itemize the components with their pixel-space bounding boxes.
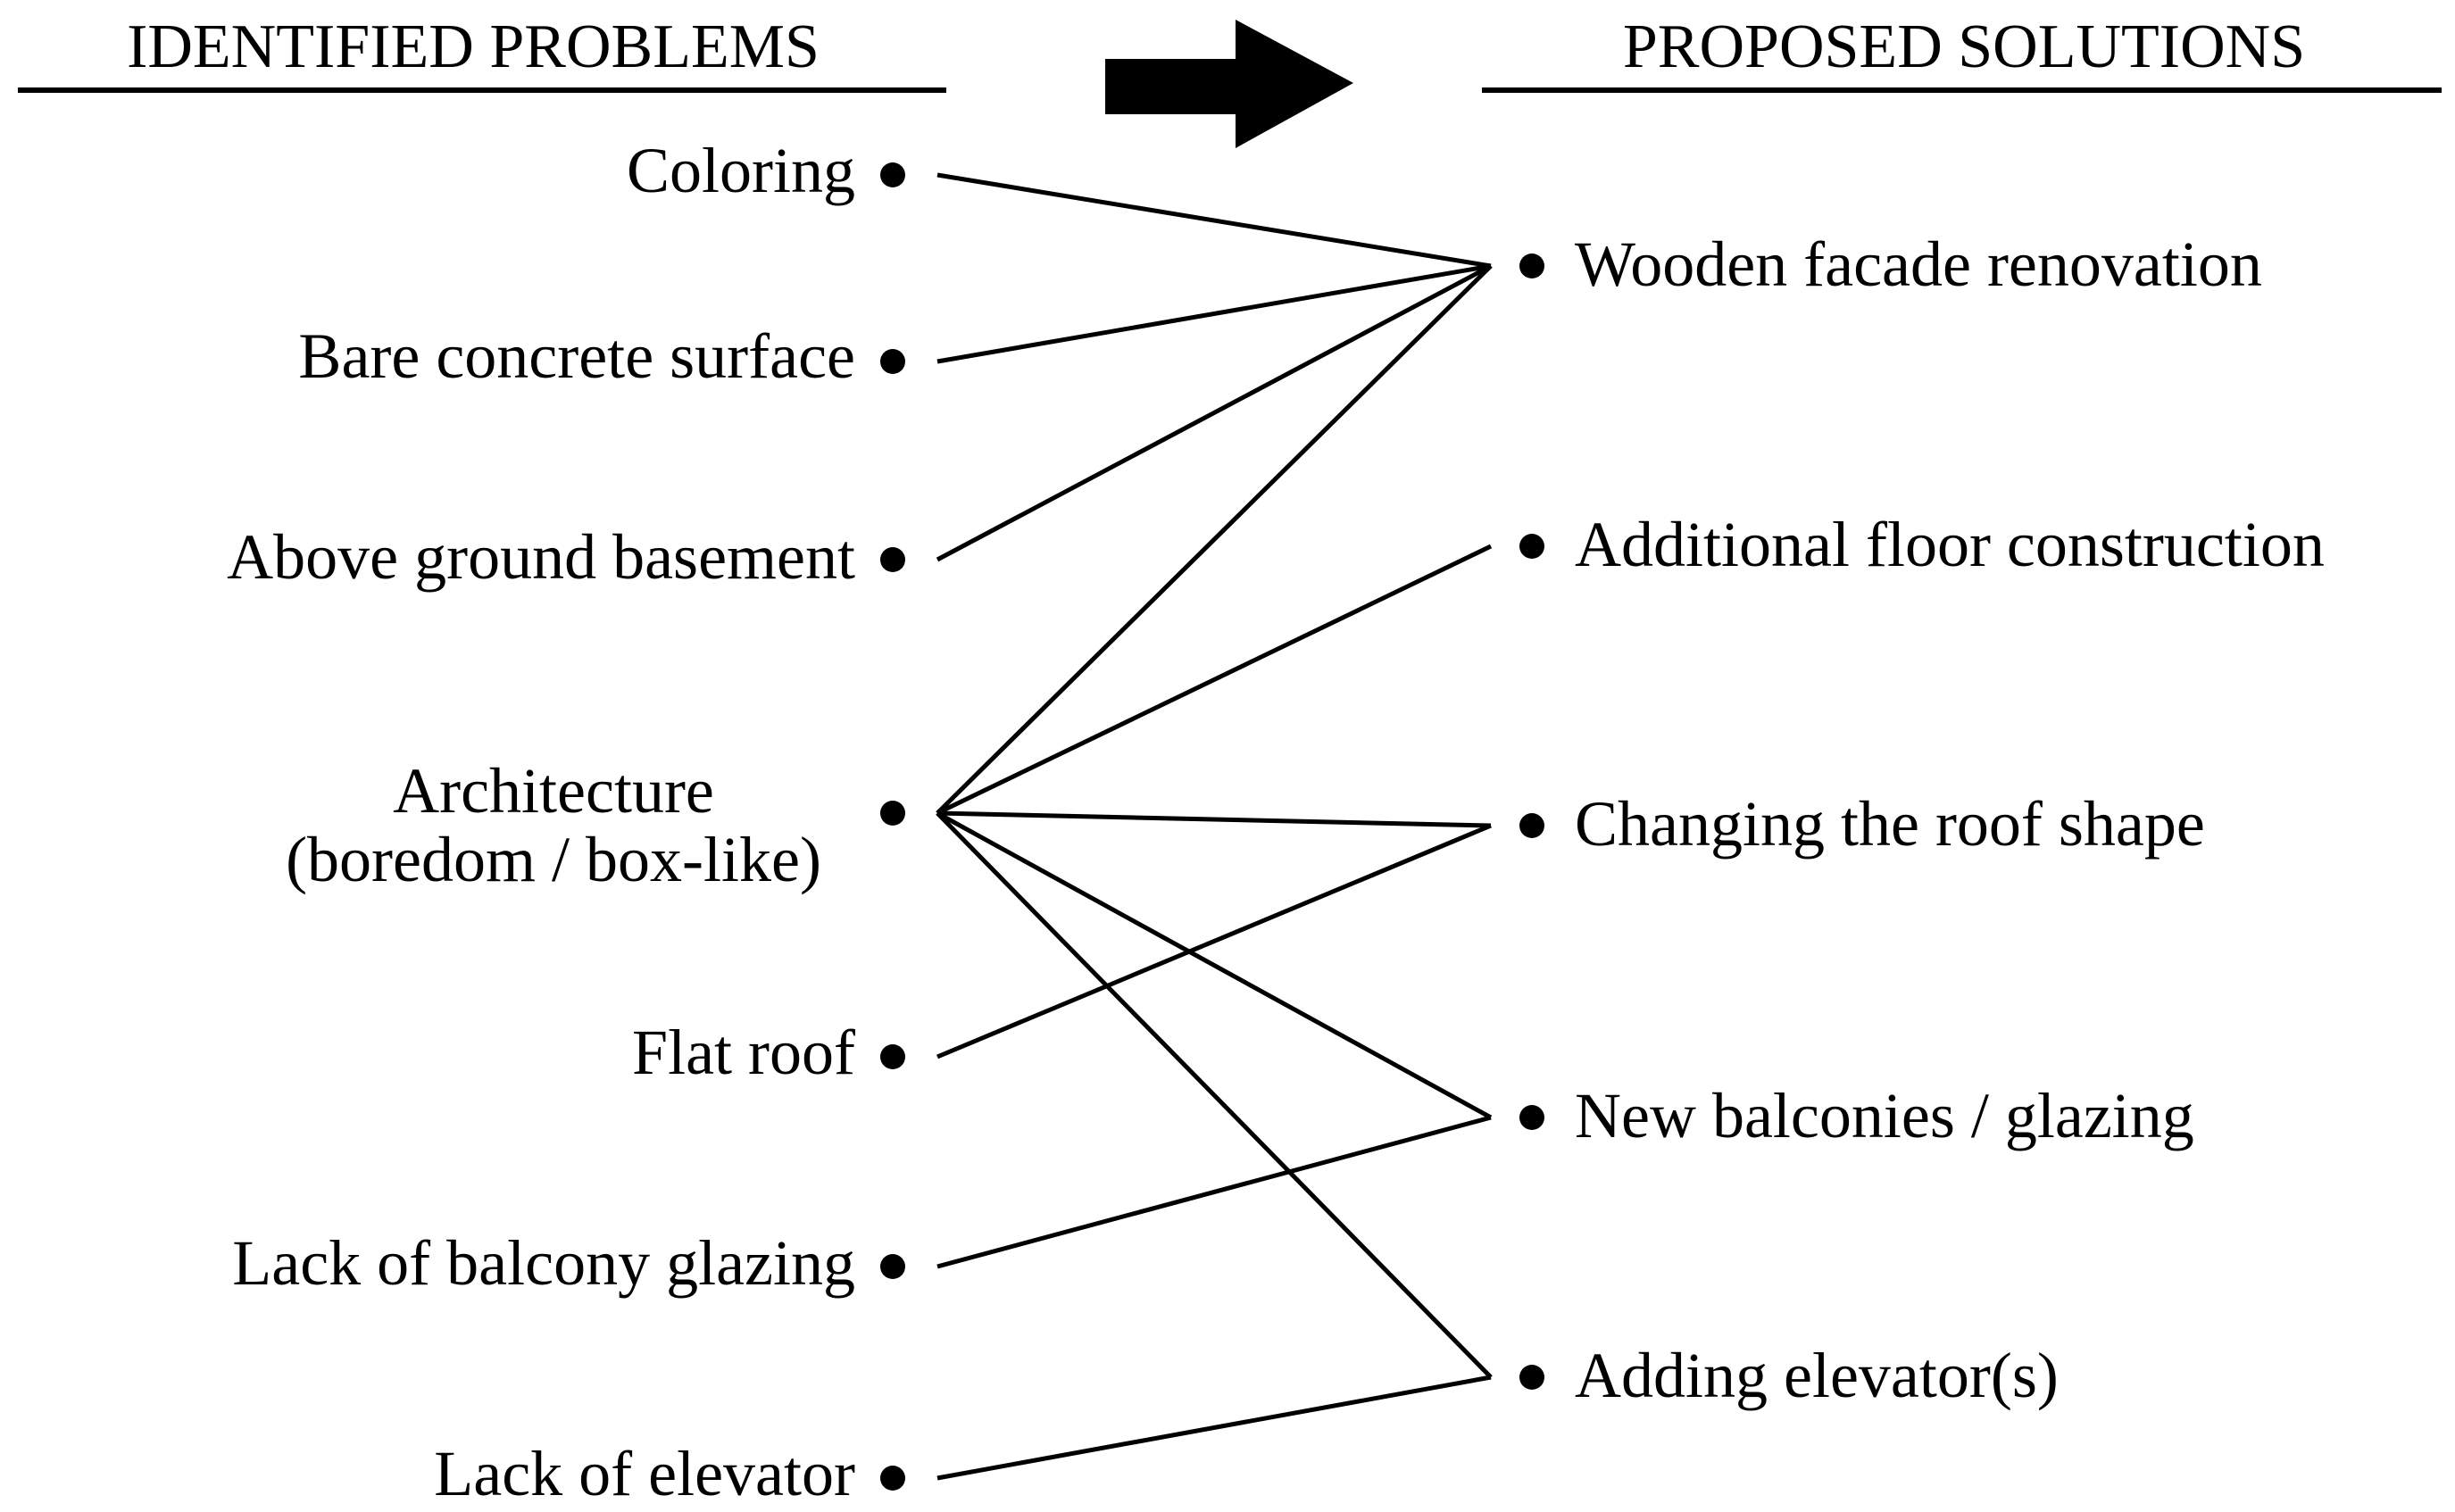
problem-label: Above ground basement (227, 521, 855, 593)
solution-item-balconies: New balconies / glazing (1519, 1080, 2194, 1151)
link-coloring-to-wooden-facade (936, 172, 1492, 269)
problem-item-elevator: Lack of elevator (434, 1438, 905, 1509)
link-architecture-to-roof-shape (936, 810, 1492, 828)
link-architecture-to-wooden-facade (936, 264, 1493, 815)
bullet-dot-icon (880, 162, 905, 187)
solution-item-roof-shape: Changing the roof shape (1519, 788, 2205, 860)
link-bare-concrete-to-wooden-facade (936, 263, 1492, 364)
problem-label: Lack of elevator (434, 1438, 855, 1509)
solution-label: Wooden facade renovation (1575, 228, 2262, 300)
link-balcony-glazing-to-balconies (936, 1115, 1492, 1269)
solution-label: Changing the roof shape (1575, 788, 2205, 860)
problem-item-flat-roof: Flat roof (632, 1017, 905, 1088)
problem-label: Flat roof (632, 1017, 855, 1088)
problem-label: Lack of balcony glazing (232, 1227, 855, 1299)
problem-label: Coloring (627, 135, 855, 206)
link-elevator-to-adding-elevator (936, 1375, 1492, 1481)
connector-lines (936, 172, 1493, 1481)
bullet-dot-icon (880, 349, 905, 374)
solution-label: Adding elevator(s) (1575, 1340, 2059, 1411)
bullet-dot-icon (880, 1254, 905, 1279)
bullet-dot-icon (880, 801, 905, 826)
bullet-dot-icon (1519, 253, 1544, 278)
bullet-dot-icon (880, 1466, 905, 1491)
problems-heading: IDENTIFIED PROBLEMS (127, 12, 820, 81)
link-flat-roof-to-roof-shape (936, 823, 1492, 1059)
problem-item-coloring: Coloring (627, 135, 905, 206)
link-architecture-to-adding-elevator (936, 811, 1493, 1379)
problem-item-basement: Above ground basement (227, 521, 905, 593)
bullet-dot-icon (1519, 1105, 1544, 1130)
solution-item-adding-elevator: Adding elevator(s) (1519, 1340, 2059, 1411)
solution-label: New balconies / glazing (1575, 1080, 2194, 1151)
bullet-dot-icon (880, 1044, 905, 1069)
link-architecture-to-balconies (936, 810, 1493, 1120)
problem-label: Bare concrete surface (298, 320, 855, 392)
bullet-dot-icon (1519, 1365, 1544, 1390)
solution-label: Additional floor construction (1575, 509, 2325, 580)
solutions-heading: PROPOSED SOLUTIONS (1623, 12, 2305, 81)
bullet-dot-icon (1519, 534, 1544, 559)
right-arrow-icon (1105, 20, 1353, 148)
solution-item-wooden-facade: Wooden facade renovation (1519, 228, 2262, 300)
bullet-dot-icon (880, 547, 905, 572)
solution-item-additional-floor: Additional floor construction (1519, 509, 2325, 580)
link-architecture-to-additional-floor (936, 544, 1493, 816)
problem-item-bare-concrete: Bare concrete surface (298, 320, 905, 392)
problem-label: Architecture (393, 755, 714, 827)
bullet-dot-icon (1519, 813, 1544, 838)
problem-item-architecture: Architecture(boredom / box-like) (286, 755, 905, 895)
problem-item-balcony-glazing: Lack of balcony glazing (232, 1227, 905, 1299)
problem-label: (boredom / box-like) (286, 824, 821, 895)
link-basement-to-wooden-facade (936, 263, 1493, 562)
